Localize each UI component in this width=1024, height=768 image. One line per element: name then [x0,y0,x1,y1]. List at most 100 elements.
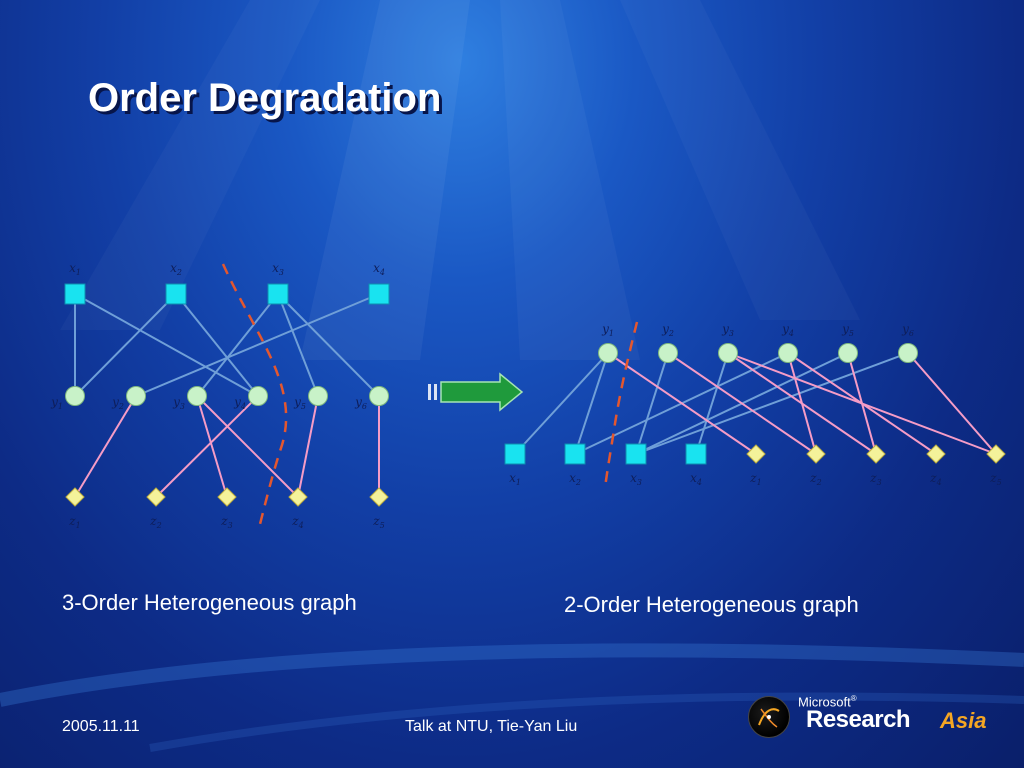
graph2-label-y5: y5 [841,322,854,338]
graph2-label-y2: y2 [661,322,674,338]
graph2-label-y6: y6 [901,322,914,338]
footer-date: 2005.11.11 [62,718,140,735]
graph2-edge-y1-x2 [574,352,609,455]
graph3-label-z4: z4 [291,514,303,530]
graph2-label-y1: y1 [601,322,614,338]
graph2-node-y5 [838,343,858,363]
graph3-label-x2: x2 [170,261,182,277]
microsoft-research-asia-logo: Microsoft® Research Asia [748,694,998,744]
graph2-node-x1 [504,443,526,465]
graph2-label-z4: z4 [929,471,941,487]
graph3-node-z5 [369,487,389,507]
graph2-node-x3 [625,443,647,465]
graph2-label-x4: x4 [690,471,702,487]
graph2-label-y3: y3 [721,322,734,338]
graph3-label-z3: z3 [220,514,232,530]
graph3-edge-x3-y6 [277,293,380,397]
graph3-label-y6: y6 [354,395,367,411]
graph3-label-y1: y1 [50,395,63,411]
graph3-node-y4 [248,386,268,406]
graph3-edge-y5-z4 [297,395,319,498]
graph3-edge-x2-y1 [74,293,177,397]
graph2-bottom-nodes: x1 x2 x3 x4 z1 z2 z3 z4 z5 [504,443,1006,487]
graph3-edge-x3-y3 [196,293,279,397]
graph3-edge-y4-z2 [155,395,259,498]
graph3-node-z2 [146,487,166,507]
graph3-label-x3: x3 [272,261,284,277]
graph3-yz-edges [74,395,380,498]
graph2-node-y2 [658,343,678,363]
graph2-label-x1: x1 [509,471,521,487]
graph2-node-x4 [685,443,707,465]
graph2: y1 y2 y3 y4 y5 y6 x1 x2 x3 x4 z1 z2 z3 z4 z5 [504,321,1006,489]
graph3-cut-line [221,263,288,529]
graph2-node-z5 [986,444,1006,464]
logo-emblem-icon [748,696,790,738]
graph3-edge-x3-y5 [277,293,319,397]
graph2-yz-edges [607,352,997,455]
graph3-node-x2 [165,283,187,305]
graph3-node-x3 [267,283,289,305]
graph2-node-y4 [778,343,798,363]
graph2-label-z5: z5 [989,471,1001,487]
graph2-edge-y6-x3 [635,352,909,455]
graph3-edge-y3-z3 [196,395,228,498]
graph3-node-x1 [64,283,86,305]
footer-talk: Talk at NTU, Tie-Yan Liu [405,718,578,735]
graph2-edge-y3-x4 [695,352,729,455]
transform-arrow [428,372,524,412]
graph3-edge-x4-y2 [135,293,380,397]
graph2-edge-y4-z2 [787,352,817,455]
graph2-label-y4: y4 [781,322,794,338]
graph3-node-y1 [65,386,85,406]
graph2-node-x2 [564,443,586,465]
graph3-node-y2 [126,386,146,406]
graph2-node-z4 [926,444,946,464]
graph2-cut-line [603,321,639,489]
graph2-edge-y6-z5 [907,352,997,455]
graph3-z-nodes: z1 z2 z3 z4 z5 [65,487,389,530]
graph2-node-z3 [866,444,886,464]
logo-microsoft: Microsoft® [798,694,857,710]
graph2-label-z3: z3 [869,471,881,487]
logo-research: Research [806,706,911,733]
graph3-node-y5 [308,386,328,406]
graph2-edge-y2-z2 [667,352,817,455]
graph2-edge-y1-z1 [607,352,757,455]
graph3-xy-edges [74,293,380,397]
graph2-label-z1: z1 [749,471,761,487]
graph3-label-z5: z5 [372,514,384,530]
graph2-caption: 2-Order Heterogeneous graph [564,592,859,617]
graph3-node-y6 [369,386,389,406]
graph2-y-nodes: y1 y2 y3 y4 y5 y6 [598,322,918,363]
graph2-xy-edges [514,352,909,455]
graph3-edge-x1-y4 [74,293,259,397]
graph3-x-nodes: x1 x2 x3 x4 [64,261,390,305]
graph2-label-x3: x3 [630,471,642,487]
graph3-label-x4: x4 [373,261,385,277]
graph2-label-x2: x2 [569,471,581,487]
graph3-label-y3: y3 [172,395,185,411]
logo-asia: Asia [940,708,987,733]
graph2-node-y6 [898,343,918,363]
graph2-node-z1 [746,444,766,464]
graph3-node-y3 [187,386,207,406]
graph3-node-z3 [217,487,237,507]
graph3-edge-y2-z1 [74,395,137,498]
graph3-node-z1 [65,487,85,507]
graph3-label-y4: y4 [233,395,246,411]
graph2-node-z2 [806,444,826,464]
graph3-label-z1: z1 [68,514,80,530]
graph3-node-z4 [288,487,308,507]
graph2-label-z2: z2 [809,471,821,487]
graph3-edge-y3-z4 [196,395,299,498]
graph3-label-y2: y2 [111,395,124,411]
graph3-label-z2: z2 [149,514,161,530]
graph3-label-x1: x1 [69,261,81,277]
slide-title: Order Degradation [88,76,442,120]
graph2-edge-y1-x1 [514,352,609,455]
